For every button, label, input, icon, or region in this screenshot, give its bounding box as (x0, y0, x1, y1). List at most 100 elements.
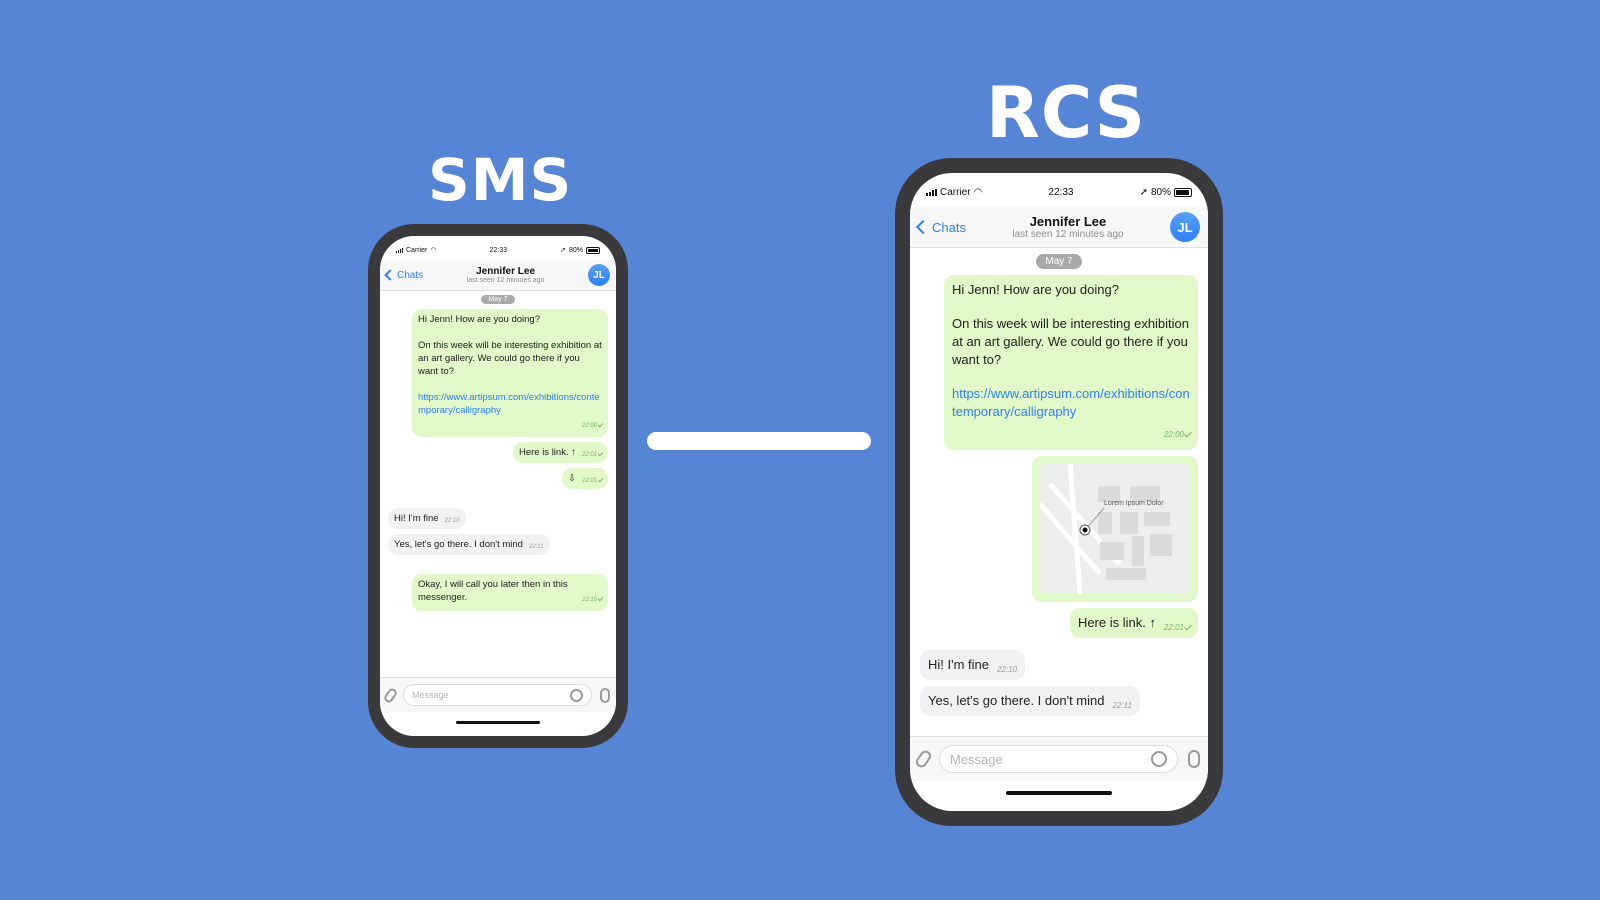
message-link[interactable]: https://www.artipsum.com/exhibitions/con… (952, 386, 1190, 419)
message-list: May 7 Hi Jenn! How are you doing? On thi… (380, 291, 616, 611)
sms-label: SMS (428, 146, 573, 214)
check-icon (597, 595, 604, 602)
last-seen: last seen 12 minutes ago (1012, 229, 1124, 240)
message-time: 22:11 (528, 544, 544, 550)
message-text: Here is link. ↑ (1077, 615, 1156, 630)
mic-icon[interactable] (1188, 750, 1200, 768)
wifi-icon: ◠ (973, 186, 983, 198)
attach-icon[interactable] (913, 748, 934, 770)
signal-icon (926, 188, 937, 196)
last-seen: last seen 12 minutes ago (466, 277, 545, 284)
status-time: 22:33 (489, 246, 508, 254)
sms-screen: Carrier ◠ 22:33 ➚ 80% Chats Jennifer Lee… (380, 236, 616, 736)
carrier-label: Carrier (406, 246, 428, 254)
mic-icon[interactable] (600, 687, 610, 703)
sticker-icon[interactable] (1151, 751, 1167, 767)
message-time: 22:10 (997, 665, 1018, 674)
outgoing-message[interactable]: Okay, I will call you later then in this… (412, 574, 608, 611)
input-bar: Message (910, 736, 1208, 781)
sms-phone: Carrier ◠ 22:33 ➚ 80% Chats Jennifer Lee… (368, 224, 628, 748)
home-indicator[interactable] (456, 721, 540, 724)
rcs-screen: Carrier ◠ 22:33 ➚ 80% Chats Jennifer Lee… (910, 173, 1208, 811)
contact-name: Jennifer Lee (1029, 214, 1107, 229)
date-pill: May 7 (1036, 254, 1082, 269)
status-bar: Carrier ◠ 22:33 ➚ 80% (910, 173, 1208, 207)
message-time: 22:01 (582, 449, 604, 462)
message-link[interactable]: https://www.artipsum.com/exhibitions/con… (418, 392, 600, 416)
attach-icon[interactable] (382, 686, 399, 704)
back-button[interactable]: Chats (384, 269, 424, 281)
check-icon (1184, 429, 1192, 438)
message-text: Hi Jenn! How are you doing? (418, 314, 540, 325)
message-text: Yes, let's go there. I don't mind (394, 539, 523, 550)
message-text: Here is link. ↑ (518, 447, 576, 458)
contact-info[interactable]: Jennifer Lee last seen 12 minutes ago (467, 266, 545, 284)
back-label: Chats (932, 219, 966, 235)
back-label: Chats (397, 269, 424, 281)
connector-line (647, 432, 871, 450)
message-time: 22:10 (444, 518, 460, 524)
avatar[interactable]: JL (1170, 212, 1200, 242)
sticker-icon[interactable] (570, 688, 583, 702)
date-pill: May 7 (481, 295, 515, 304)
message-placeholder: Message (412, 690, 449, 700)
battery-icon (585, 246, 600, 254)
contact-info[interactable]: Jennifer Lee last seen 12 minutes ago (1012, 214, 1123, 240)
message-input[interactable]: Message (403, 684, 592, 706)
carrier-label: Carrier (940, 186, 971, 198)
outgoing-message[interactable]: Here is link. ↑ 22:01 (512, 442, 608, 463)
map-label: Lorem Ipsum Dolor (1104, 500, 1164, 507)
incoming-message[interactable]: Yes, let's go there. I don't mind 22:11 (388, 534, 550, 555)
signal-icon (396, 247, 403, 253)
battery-percent: 80% (1150, 186, 1171, 198)
wifi-icon: ◠ (430, 247, 437, 254)
message-time: 22:15 (582, 594, 604, 607)
chevron-left-icon (384, 269, 396, 281)
message-input[interactable]: Message (939, 745, 1178, 773)
message-time: 22:00 (1164, 426, 1192, 444)
status-bar: Carrier ◠ 22:33 ➚ 80% (380, 236, 616, 260)
message-text: Hi! I'm fine (928, 657, 989, 672)
rcs-phone: Carrier ◠ 22:33 ➚ 80% Chats Jennifer Lee… (895, 158, 1223, 826)
incoming-message[interactable]: Hi! I'm fine 22:10 (920, 650, 1026, 680)
rcs-label: RCS (986, 72, 1146, 154)
chevron-left-icon (915, 219, 931, 235)
outgoing-message[interactable]: Hi Jenn! How are you doing? On this week… (412, 309, 608, 437)
check-icon (597, 476, 604, 483)
message-text: On this week will be interesting exhibit… (418, 340, 602, 377)
incoming-message[interactable]: Hi! I'm fine 22:10 (388, 508, 466, 529)
message-time: 22:01 (1164, 619, 1192, 637)
chat-header: Chats Jennifer Lee last seen 12 minutes … (380, 260, 616, 291)
message-time: 22:11 (1112, 701, 1132, 710)
outgoing-message[interactable]: Hi Jenn! How are you doing? On this week… (944, 275, 1198, 450)
outgoing-message[interactable]: Here is link. ↑ 22:01 (1069, 608, 1198, 638)
avatar[interactable]: JL (587, 264, 610, 286)
message-time: 22:01 (582, 475, 604, 488)
battery-percent: 80% (568, 246, 583, 254)
message-text: Okay, I will call you later then in this… (418, 579, 568, 603)
check-icon (597, 450, 604, 457)
battery-icon (1173, 187, 1192, 197)
status-time: 22:33 (1048, 186, 1074, 198)
location-icon: ➚ (1139, 186, 1148, 198)
outgoing-message[interactable]: ⇩ 22:01 (562, 468, 608, 489)
check-icon (1184, 622, 1192, 631)
message-text: Yes, let's go there. I don't mind (928, 693, 1105, 708)
message-placeholder: Message (950, 751, 1003, 767)
home-indicator[interactable] (1006, 791, 1112, 795)
input-bar: Message (380, 677, 616, 712)
message-text: Hi! I'm fine (394, 513, 439, 524)
location-icon: ➚ (560, 247, 566, 254)
download-icon: ⇩ (568, 473, 576, 484)
check-icon (597, 421, 604, 428)
message-list: May 7 Hi Jenn! How are you doing? On thi… (910, 248, 1208, 716)
incoming-message[interactable]: Yes, let's go there. I don't mind 22:11 (920, 686, 1140, 716)
message-text: On this week will be interesting exhibit… (952, 316, 1190, 367)
location-map[interactable]: Lorem Ipsum Dolor (1040, 464, 1190, 594)
map-message[interactable]: Lorem Ipsum Dolor (1032, 456, 1198, 602)
message-text: Hi Jenn! How are you doing? (952, 282, 1119, 297)
back-button[interactable]: Chats (915, 219, 966, 235)
contact-name: Jennifer Lee (476, 266, 536, 277)
chat-header: Chats Jennifer Lee last seen 12 minutes … (910, 207, 1208, 248)
message-time: 22:00 (582, 420, 604, 433)
